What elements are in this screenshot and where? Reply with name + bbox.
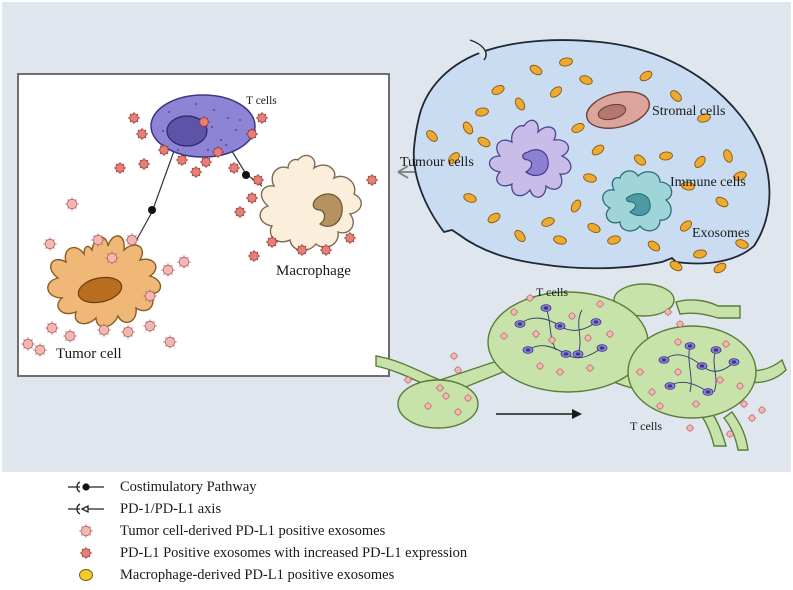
label-t-cells-bottom: T cells [630, 419, 662, 433]
label-t-cells-top: T cells [536, 285, 568, 299]
legend-item: PD-L1 Positive exosomes with increased P… [64, 542, 764, 564]
increased-pdl1-exosome-icon [79, 546, 93, 560]
legend-text: PD-L1 Positive exosomes with increased P… [120, 545, 468, 561]
label-tumour-cells: Tumour cells [400, 155, 474, 170]
tumor-exosome-icon [78, 523, 94, 539]
costimulatory-pathway-icon [68, 481, 104, 493]
tumour-nucleus-purple [522, 149, 549, 176]
legend: Costimulatory Pathway PD-1/PD-L1 axis Tu… [64, 476, 764, 586]
flow-arrow-head [572, 409, 582, 419]
macrophage-cell [259, 154, 362, 251]
label-stromal-cells: Stromal cells [652, 104, 726, 119]
label-immune-cells: Immune cells [670, 175, 746, 190]
pd1-pdl1-axis-icon [68, 503, 104, 515]
stromal-nucleus [597, 103, 627, 121]
label-t-cells-box: T cells [246, 95, 277, 107]
legend-item: Tumor cell-derived PD-L1 positive exosom… [64, 520, 764, 542]
label-tumor-cell: Tumor cell [56, 346, 122, 362]
label-macrophage: Macrophage [276, 263, 351, 279]
membrane-notch [469, 39, 487, 61]
legend-text: Costimulatory Pathway [120, 479, 257, 495]
legend-item: Costimulatory Pathway [64, 476, 764, 498]
label-exosomes: Exosomes [692, 226, 750, 241]
macrophage-nucleus [312, 193, 343, 227]
lymph-vessel-network [375, 283, 787, 451]
tumor-nucleus [77, 276, 123, 304]
costimulatory-node [242, 171, 250, 179]
legend-text: Tumor cell-derived PD-L1 positive exosom… [120, 523, 386, 539]
macrophage-exosome-icon [79, 569, 93, 581]
immune-nucleus [625, 193, 651, 217]
legend-item: PD-1/PD-L1 axis [64, 498, 764, 520]
costimulatory-node [148, 206, 156, 214]
legend-item: Macrophage-derived PD-L1 positive exosom… [64, 564, 764, 586]
arrow-head [397, 165, 409, 179]
legend-text: Macrophage-derived PD-L1 positive exosom… [120, 567, 395, 583]
legend-text: PD-1/PD-L1 axis [120, 501, 222, 517]
